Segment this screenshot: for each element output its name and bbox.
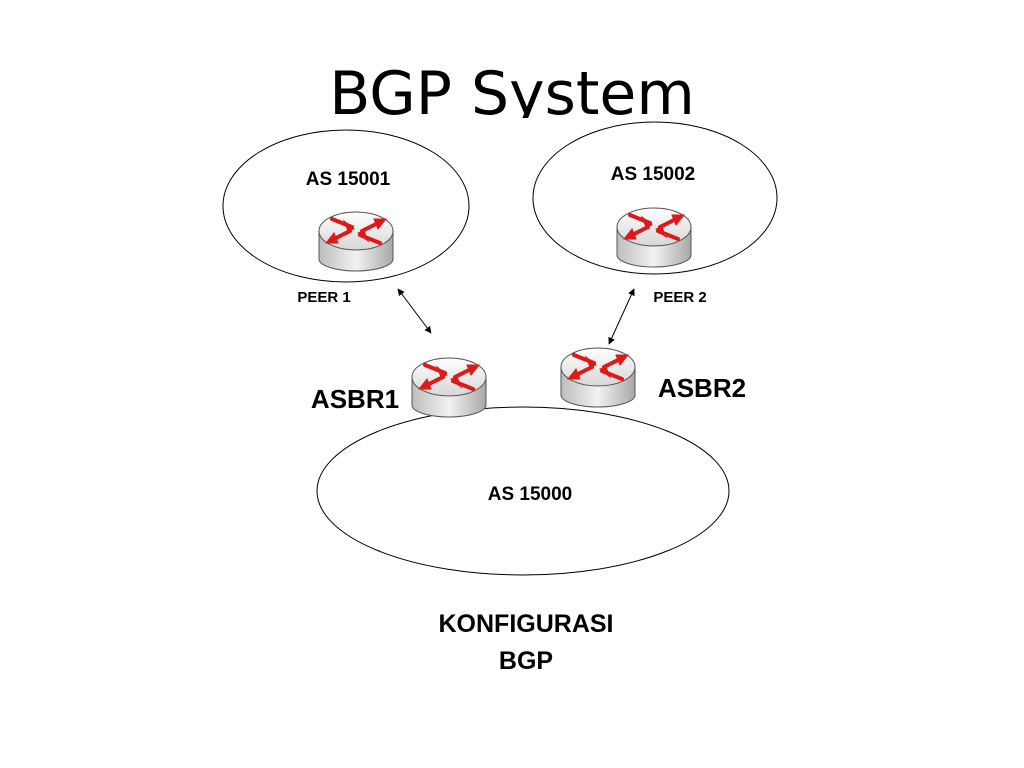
asbr1-router-icon (410, 356, 488, 419)
as-15001-label: AS 15001 (306, 169, 391, 190)
peer1-label: PEER 1 (297, 289, 350, 306)
peer1-router-icon (317, 210, 395, 273)
peer2-label: PEER 2 (653, 289, 706, 306)
page-title: BGP System (329, 59, 695, 118)
as-15000-label: AS 15000 (488, 484, 573, 505)
peer2-router-icon (615, 206, 693, 269)
caption-line2: BGP (499, 647, 553, 675)
as-15001-boundary (222, 129, 470, 283)
caption-line1: KONFIGURASI (439, 610, 614, 638)
asbr2-label: ASBR2 (658, 373, 746, 403)
as-15002-boundary (532, 121, 778, 275)
asbr1-label: ASBR1 (311, 384, 399, 414)
peer2-asbr2-link (608, 288, 635, 345)
peer1-asbr1-link (397, 288, 432, 334)
as-15000-boundary (316, 406, 730, 576)
asbr2-router-icon (559, 346, 637, 409)
as-15002-label: AS 15002 (611, 164, 696, 185)
